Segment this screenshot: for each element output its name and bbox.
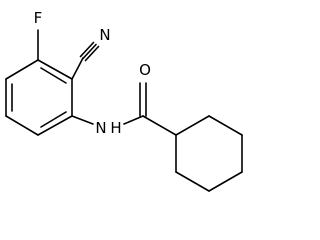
triple-bond-line (82, 43, 97, 60)
ring-double-bond (40, 67, 67, 84)
carbonyl-group (139, 82, 147, 117)
triple-bond-line (79, 41, 95, 58)
oxygen-atom: O (139, 61, 151, 79)
nitrile-nitrogen-atom: N (99, 26, 110, 44)
amide-hydrogen-atom: H (110, 119, 121, 137)
benzene-ring (5, 59, 73, 136)
ring-double-bond (40, 111, 67, 128)
ring-to-nh-bond (71, 115, 94, 125)
amide-nitrogen-atom: N (95, 119, 106, 137)
ring-bond (208, 115, 243, 136)
nitrile-group (71, 41, 100, 80)
ring-bond (37, 59, 73, 80)
carbonyl-to-cyclohexyl-bond (142, 115, 177, 136)
fluorine-atom: F (34, 9, 43, 27)
nh-to-carbonyl-bond (123, 115, 144, 125)
ring-bond (5, 59, 39, 80)
ring-bond (208, 171, 243, 192)
chemical-structure: F N N H O (5, 9, 243, 192)
cyclohexane-ring (175, 115, 243, 192)
ring-bond (175, 115, 210, 136)
ring-to-nitrile-bond (71, 57, 84, 80)
ring-bond (37, 115, 73, 136)
ring-bond (5, 115, 39, 136)
triple-bond-line (84, 45, 100, 62)
ring-bond (175, 171, 210, 192)
